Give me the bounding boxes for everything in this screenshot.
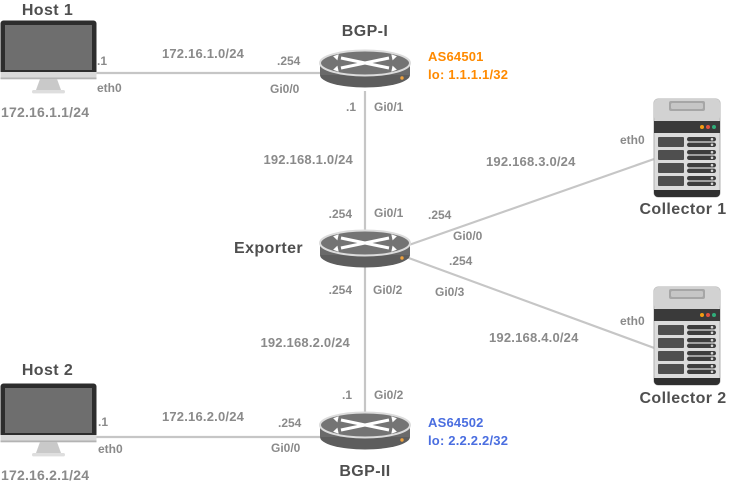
collector2-eth0-label: eth0 xyxy=(620,314,645,328)
desktop-computer-icon xyxy=(0,20,97,94)
link-line-exporter-collector2 xyxy=(405,255,658,351)
bgp1-as-info: AS64501 lo: 1.1.1.1/32 xyxy=(428,48,508,84)
bgp1-gi00-label: Gi0/0 xyxy=(270,82,300,96)
collector1-title: Collector 1 xyxy=(639,201,727,218)
host1-title: Host 1 xyxy=(21,2,74,19)
desktop-computer-icon xyxy=(0,383,97,457)
bgp2-gi00-address: .254 xyxy=(278,416,302,430)
bgp1-gi00-address: .254 xyxy=(277,54,301,68)
exporter-gi03-label: Gi0/3 xyxy=(435,285,465,299)
router-icon xyxy=(319,49,411,88)
subnet-label-exporter-bgp2: 192.168.2.0/24 xyxy=(260,335,350,350)
router-icon xyxy=(319,411,411,450)
subnet-label-bgp1-exporter: 192.168.1.0/24 xyxy=(263,152,353,167)
bgp2-asn: AS64502 xyxy=(428,415,484,430)
host2-ip-label: 172.16.2.1/24 xyxy=(1,467,90,483)
subnet-label-host2-bgp2: 172.16.2.0/24 xyxy=(161,409,245,424)
collector1-eth0-label: eth0 xyxy=(620,133,645,147)
subnet-label-exporter-collector2: 192.168.4.0/24 xyxy=(489,330,579,345)
bgp1-asn: AS64501 xyxy=(428,49,484,64)
server-icon xyxy=(653,286,721,386)
exporter-gi00-label: Gi0/0 xyxy=(453,229,483,243)
host2-link-address: .1 xyxy=(98,415,109,429)
link-line-exporter-collector1 xyxy=(405,156,658,248)
bgp2-title: BGP-II xyxy=(339,463,391,480)
subnet-label-host1-bgp1: 172.16.1.0/24 xyxy=(161,46,245,61)
router-icon xyxy=(319,229,411,268)
bgp1-gi01-label: Gi0/1 xyxy=(374,100,404,114)
bgp2-as-info: AS64502 lo: 2.2.2.2/32 xyxy=(428,414,508,450)
bgp1-gi01-address: .1 xyxy=(345,100,356,114)
host2-eth0-label: eth0 xyxy=(98,442,123,456)
host1-eth0-label: eth0 xyxy=(97,81,122,95)
host1-ip-label: 172.16.1.1/24 xyxy=(1,104,90,120)
exporter-gi02-label: Gi0/2 xyxy=(373,283,403,297)
bgp2-loopback: lo: 2.2.2.2/32 xyxy=(428,433,509,448)
bgp1-loopback: lo: 1.1.1.1/32 xyxy=(428,67,509,82)
exporter-gi00-address: .254 xyxy=(428,208,452,222)
host2-title: Host 2 xyxy=(21,362,74,379)
server-icon xyxy=(653,98,721,198)
exporter-gi03-address: .254 xyxy=(449,254,473,268)
subnet-label-exporter-collector1: 192.168.3.0/24 xyxy=(486,154,576,169)
bgp2-gi02-label: Gi0/2 xyxy=(374,388,404,402)
exporter-title: Exporter xyxy=(234,240,303,257)
exporter-gi01-address: .254 xyxy=(328,207,352,221)
host1-link-address: .1 xyxy=(97,54,108,68)
bgp1-title: BGP-I xyxy=(341,23,389,40)
bgp2-gi00-label: Gi0/0 xyxy=(271,441,301,455)
exporter-gi02-address: .254 xyxy=(328,283,352,297)
bgp2-gi02-address: .1 xyxy=(341,388,352,402)
collector2-title: Collector 2 xyxy=(639,390,727,407)
exporter-gi01-label: Gi0/1 xyxy=(374,206,404,220)
